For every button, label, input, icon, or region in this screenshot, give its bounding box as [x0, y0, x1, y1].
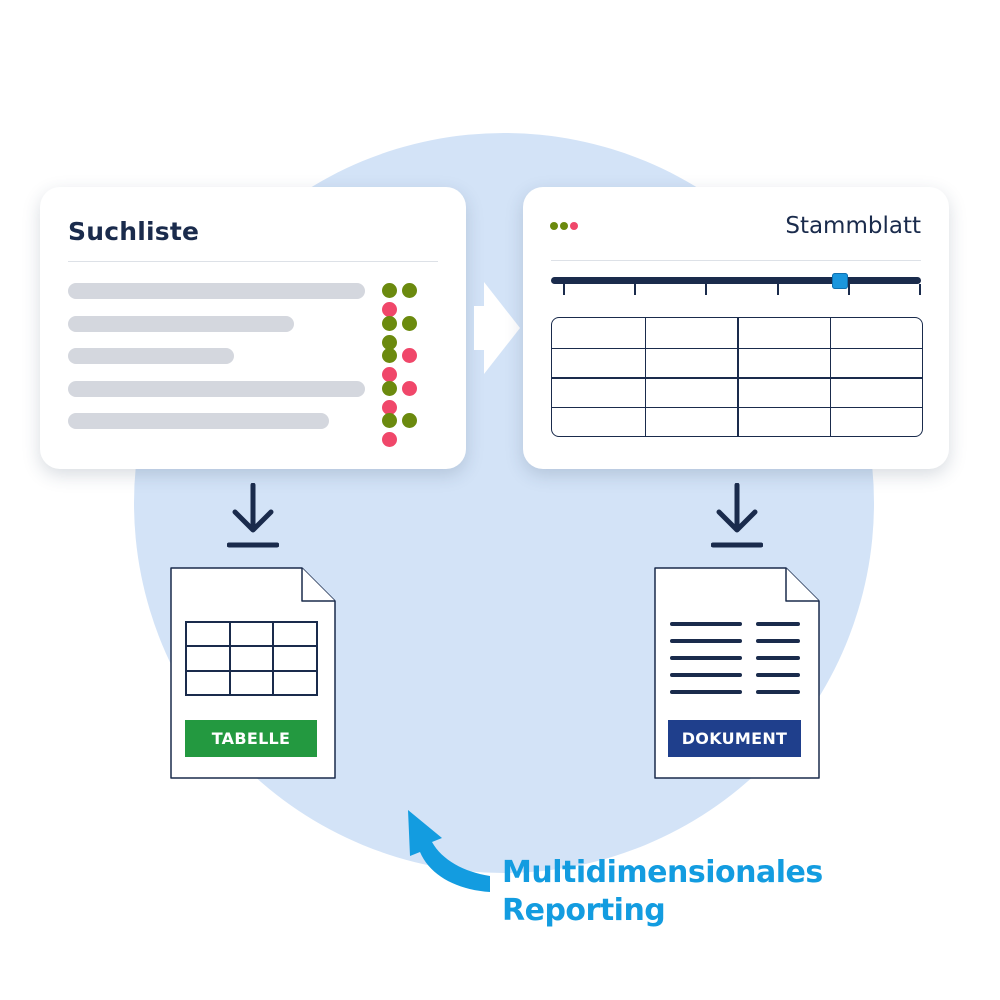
status-dot-red [382, 399, 397, 415]
caption: Multidimensionales Reporting [502, 854, 823, 930]
timeline-tick [705, 284, 708, 295]
grid-row-line [552, 347, 922, 349]
list-item[interactable] [68, 315, 438, 350]
status-dot-green [382, 283, 397, 298]
status-dot-green [402, 413, 417, 428]
status-dot-red [570, 222, 578, 230]
grid-row-line [552, 377, 922, 379]
status-dot-green [382, 380, 397, 396]
master-sheet-card: Stammblatt [523, 187, 949, 469]
search-list [68, 283, 438, 447]
caption-line-2: Reporting [502, 893, 666, 928]
status-dot-green [382, 348, 397, 363]
status-dot-red [382, 432, 397, 447]
status-dot-green [560, 222, 568, 230]
list-item[interactable] [68, 380, 438, 415]
list-item[interactable] [68, 413, 438, 447]
list-item[interactable] [68, 348, 438, 382]
status-dots [382, 380, 438, 415]
timeline-track [551, 277, 921, 284]
status-dot-red [382, 302, 397, 317]
status-dot-red [382, 367, 397, 382]
timeline-thumb[interactable] [831, 273, 848, 289]
status-dots [382, 283, 438, 317]
status-dots [550, 222, 580, 241]
status-dots [382, 413, 438, 447]
status-dot-green [382, 413, 397, 428]
list-item[interactable] [68, 283, 438, 317]
timeline-tick [776, 284, 779, 295]
grid-row-line [552, 406, 922, 408]
status-dot-red [402, 380, 417, 396]
list-item-placeholder-bar [68, 315, 294, 332]
data-table-grid [551, 317, 923, 437]
list-item-placeholder-bar [68, 413, 330, 429]
timeline-tick [847, 284, 850, 295]
timeline-tick [563, 284, 565, 295]
curved-arrow-icon [408, 810, 490, 892]
tabelle-label: TABELLE [185, 720, 317, 757]
caption-line-1: Multidimensionales [502, 855, 823, 890]
list-item-placeholder-bar [68, 283, 365, 299]
master-sheet-title: Stammblatt [785, 213, 921, 239]
status-dot-green [382, 315, 397, 331]
status-dot-green [382, 334, 397, 350]
status-dots [382, 315, 438, 350]
list-item-placeholder-bar [68, 348, 235, 364]
search-list-title: Suchliste [68, 217, 200, 246]
status-dot-green [402, 315, 417, 331]
download-arrow-icon [227, 483, 279, 548]
timeline-tick [919, 284, 921, 295]
timeline-slider[interactable] [551, 273, 921, 301]
arrow-right-icon [474, 282, 520, 374]
status-dot-green [402, 283, 417, 298]
status-dot-red [402, 348, 417, 363]
status-dot-green [550, 222, 558, 230]
dokument-label: DOKUMENT [668, 720, 801, 757]
timeline-tick [634, 284, 637, 295]
master-sheet-divider [551, 260, 921, 261]
status-dots [382, 348, 438, 382]
list-item-placeholder-bar [68, 380, 365, 397]
download-arrow-icon [711, 483, 763, 548]
search-list-divider [68, 261, 438, 262]
search-list-card: Suchliste [40, 187, 466, 469]
